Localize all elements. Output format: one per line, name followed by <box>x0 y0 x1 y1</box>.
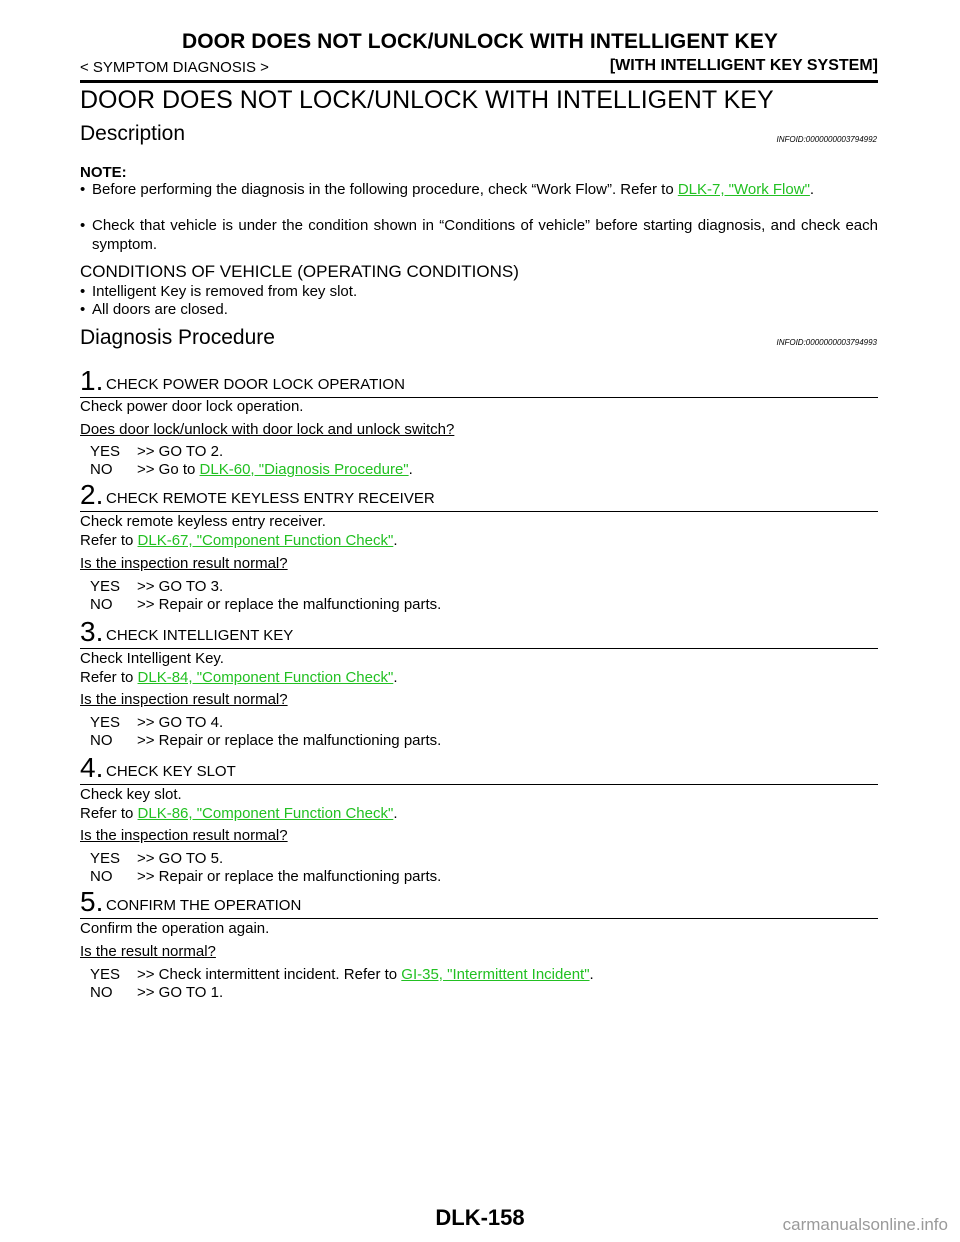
link-dlk-60-diagnosis-procedure[interactable]: DLK-60, "Diagnosis Procedure" <box>199 461 409 478</box>
punct: . <box>809 181 815 198</box>
step-3-header: 3. CHECK INTELLIGENT KEY <box>80 618 878 649</box>
step-title: CONFIRM THE OPERATION <box>106 897 302 914</box>
link-dlk-84-component-function-check[interactable]: DLK-84, "Component Function Check" <box>137 669 394 686</box>
no-label: NO <box>90 868 113 885</box>
step-2-refer: Refer to DLK-67, "Component Function Che… <box>80 532 397 550</box>
yes-label: YES <box>90 714 121 731</box>
bullet-dot: • <box>80 181 86 198</box>
punct: . <box>589 966 594 983</box>
step-2-yes: YES >> GO TO 3. <box>90 578 223 597</box>
link-dlk-86-component-function-check[interactable]: DLK-86, "Component Function Check" <box>137 805 394 822</box>
refer-text: Refer to <box>80 805 138 822</box>
yes-label: YES <box>90 443 121 460</box>
no-action: >> Repair or replace the malfunctioning … <box>137 868 442 885</box>
page-number: DLK-158 <box>435 1205 525 1230</box>
step-title: CHECK POWER DOOR LOCK OPERATION <box>106 376 405 393</box>
no-label: NO <box>90 461 113 478</box>
step-5-instruction: Confirm the operation again. <box>80 920 270 937</box>
refer-text: Refer to <box>80 669 138 686</box>
step-2-header: 2. CHECK REMOTE KEYLESS ENTRY RECEIVER <box>80 481 878 512</box>
yes-action: >> GO TO 4. <box>137 714 224 731</box>
step-number: 1. <box>80 365 104 396</box>
punct: . <box>408 461 413 478</box>
step-number: 2. <box>80 479 104 510</box>
step-4-no: NO >> Repair or replace the malfunctionin… <box>90 868 441 887</box>
description-heading: Description <box>80 122 186 145</box>
step-4-question: Is the inspection result normal? <box>80 827 288 844</box>
conditions-heading: CONDITIONS OF VEHICLE (OPERATING CONDITI… <box>80 262 519 281</box>
description-infoid: INFOID:0000000003794992 <box>776 135 877 144</box>
step-3-yes: YES >> GO TO 4. <box>90 714 223 733</box>
step-4-yes: YES >> GO TO 5. <box>90 850 223 869</box>
step-title: CHECK INTELLIGENT KEY <box>106 627 294 644</box>
header-section-label: < SYMPTOM DIAGNOSIS > <box>80 59 269 76</box>
condition-item-2: • All doors are closed. <box>80 301 878 320</box>
punct: . <box>393 532 398 549</box>
no-action: >> GO TO 1. <box>137 984 224 1001</box>
condition-item-1: • Intelligent Key is removed from key sl… <box>80 283 878 302</box>
no-label: NO <box>90 984 113 1001</box>
step-number: 5. <box>80 886 104 917</box>
step-2-question: Is the inspection result normal? <box>80 555 288 572</box>
no-action: >> Repair or replace the malfunctioning … <box>137 596 442 613</box>
step-3-refer: Refer to DLK-84, "Component Function Che… <box>80 669 397 687</box>
bullet-dot: • <box>80 283 86 300</box>
punct: . <box>393 669 398 686</box>
step-1-yes: YES >> GO TO 2. <box>90 443 223 462</box>
no-action: >> Go to <box>137 461 200 478</box>
step-5-header: 5. CONFIRM THE OPERATION <box>80 888 878 919</box>
step-4-instruction: Check key slot. <box>80 786 182 803</box>
no-label: NO <box>90 732 113 749</box>
step-2-no: NO >> Repair or replace the malfunctionin… <box>90 596 441 615</box>
bullet-dot: • <box>80 217 86 234</box>
link-dlk-7-work-flow[interactable]: DLK-7, "Work Flow" <box>677 181 810 198</box>
refer-text: Refer to <box>80 532 138 549</box>
punct: . <box>393 805 398 822</box>
step-4-header: 4. CHECK KEY SLOT <box>80 754 878 785</box>
procedure-heading: Diagnosis Procedure <box>80 326 275 349</box>
step-5-question: Is the result normal? <box>80 943 216 960</box>
yes-action: >> Check intermittent incident. Refer to <box>137 966 402 983</box>
page-title: DOOR DOES NOT LOCK/UNLOCK WITH INTELLIGE… <box>80 86 774 114</box>
step-3-no: NO >> Repair or replace the malfunctionin… <box>90 732 441 751</box>
link-gi-35-intermittent-incident[interactable]: GI-35, "Intermittent Incident" <box>401 966 590 983</box>
note-bullet-2-text: Check that vehicle is under the conditio… <box>92 217 878 253</box>
step-1-instruction: Check power door lock operation. <box>80 398 304 415</box>
note-bullet-2: • Check that vehicle is under the condit… <box>80 217 878 254</box>
yes-label: YES <box>90 850 121 867</box>
condition-item-2-text: All doors are closed. <box>92 301 228 318</box>
no-action: >> Repair or replace the malfunctioning … <box>137 732 442 749</box>
step-3-question: Is the inspection result normal? <box>80 691 288 708</box>
note-label: NOTE: <box>80 164 127 181</box>
yes-action: >> GO TO 3. <box>137 578 224 595</box>
step-5-no: NO >> GO TO 1. <box>90 984 223 1003</box>
step-4-refer: Refer to DLK-86, "Component Function Che… <box>80 805 397 823</box>
step-5-yes: YES >> Check intermittent incident. Refer… <box>90 966 594 985</box>
yes-label: YES <box>90 578 121 595</box>
note-bullet-1: • Before performing the diagnosis in the… <box>80 181 878 200</box>
no-label: NO <box>90 596 113 613</box>
step-1-question: Does door lock/unlock with door lock and… <box>80 421 455 438</box>
link-dlk-67-component-function-check[interactable]: DLK-67, "Component Function Check" <box>137 532 394 549</box>
yes-label: YES <box>90 966 121 983</box>
step-number: 3. <box>80 616 104 647</box>
step-title: CHECK KEY SLOT <box>106 763 236 780</box>
step-2-instruction: Check remote keyless entry receiver. <box>80 513 326 530</box>
step-title: CHECK REMOTE KEYLESS ENTRY RECEIVER <box>106 490 435 507</box>
step-1-no: NO >> Go to DLK-60, "Diagnosis Procedure"… <box>90 461 413 480</box>
step-number: 4. <box>80 752 104 783</box>
header-rule <box>80 80 878 83</box>
header-title: DOOR DOES NOT LOCK/UNLOCK WITH INTELLIGE… <box>181 30 779 53</box>
bullet-dot: • <box>80 301 86 318</box>
procedure-infoid: INFOID:0000000003794993 <box>776 338 877 347</box>
yes-action: >> GO TO 2. <box>137 443 224 460</box>
step-1-header: 1. CHECK POWER DOOR LOCK OPERATION <box>80 367 878 398</box>
watermark: carmanualsonline.info <box>782 1215 948 1234</box>
note-bullet-1-text: Before performing the diagnosis in the f… <box>92 181 678 198</box>
step-3-instruction: Check Intelligent Key. <box>80 650 224 667</box>
condition-item-1-text: Intelligent Key is removed from key slot… <box>92 283 358 300</box>
yes-action: >> GO TO 5. <box>137 850 224 867</box>
header-system-label: [WITH INTELLIGENT KEY SYSTEM] <box>609 57 878 74</box>
